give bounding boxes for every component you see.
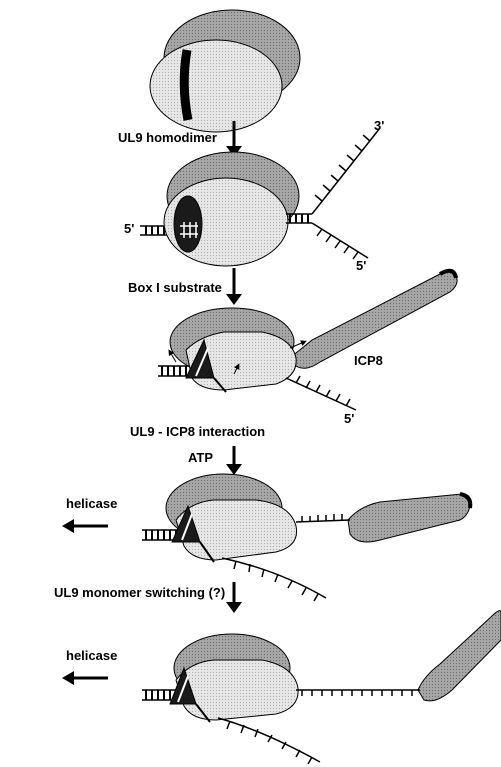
helicase-label-1: helicase (66, 496, 117, 511)
end-label-5prime-left: 5' (124, 221, 134, 236)
stage1-dimer (150, 10, 300, 132)
end-label-5prime-stage3: 5' (344, 411, 354, 426)
end-label-3prime: 3' (374, 118, 384, 133)
step-arrow-2 (226, 268, 242, 305)
helicase-arrow-2 (62, 671, 108, 685)
step-label-ul9-icp8: UL9 - ICP8 interaction (130, 424, 265, 439)
protein-label-icp8: ICP8 (354, 353, 383, 368)
end-label-5prime-right: 5' (356, 258, 366, 273)
helicase-arrow-1 (62, 519, 108, 533)
step-label-atp: ATP (188, 450, 213, 465)
step-label-homodimer: UL9 homodimer (118, 130, 217, 145)
step-label-box-substrate: Box I substrate (128, 280, 222, 295)
step-arrow-4 (226, 582, 242, 613)
step-label-monomer-switching: UL9 monomer switching (?) (54, 585, 225, 600)
stage2-complex (140, 128, 380, 266)
step-arrow-3 (226, 446, 242, 475)
stage5-complex (62, 611, 501, 764)
helicase-label-2: helicase (66, 648, 117, 663)
stage4-complex (62, 474, 470, 601)
